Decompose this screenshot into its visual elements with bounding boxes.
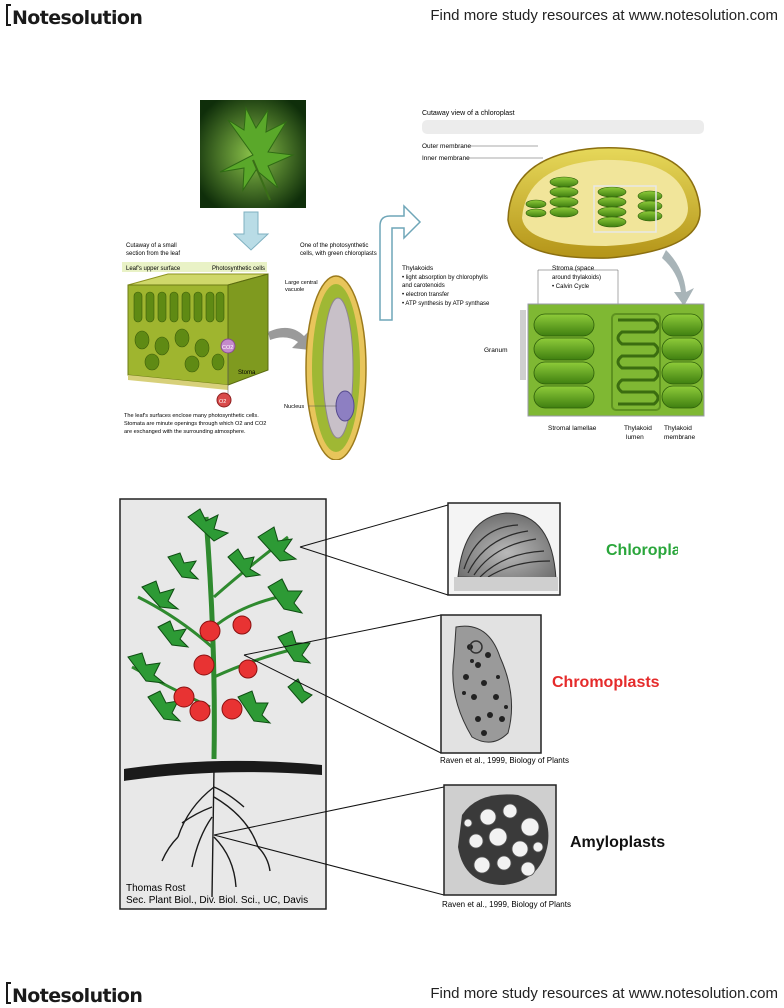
bend-arrow-icon [379,204,422,321]
plant-credit-1: Thomas Rost [126,883,186,894]
page-header: Notesolution Find more study resources a… [0,0,784,30]
inner-membrane-label: Inner membrane [422,155,470,162]
leaf-caption-2: Stomata are minute openings through whic… [124,421,266,427]
stoma-label: Stoma [238,370,256,376]
chloroplasts-label: Chloroplasts [606,542,678,559]
stroma-label-2: • Calvin Cycle [552,284,590,290]
thylakoids-label-4: • ATP synthesis by ATP synthase [402,301,490,307]
thylakoids-label-2: and carotenoids [402,283,445,289]
leaf-upper-label: Leaf's upper surface [126,266,181,272]
thylakoids-label-1: • light absorption by chlorophylls [402,275,488,281]
thylakoid-fold [616,318,660,406]
zoom-arrow-icon [662,250,694,306]
leaf-caption-3: are exchanged with the surrounding atmos… [124,429,246,435]
plastids-figure: Thomas Rost Sec. Plant Biol., Div. Biol.… [119,498,678,910]
leaf-section-label-2: section from the leaf [126,251,180,257]
granum-label: Granum [484,347,507,354]
cell-title-2: cells, with green chloroplasts [300,251,377,257]
stroma-label-0: Stroma (space [552,265,595,272]
leaf-caption-1: The leaf's surfaces enclose many photosy… [124,413,259,419]
cell-title-1: One of the photosynthetic [300,243,368,249]
vacuole-label-1: Large central [285,280,318,286]
tomato-plant-illustration [124,508,322,898]
nucleus-label: Nucleus [284,404,304,410]
notesolution-logo: Notesolution [6,4,143,29]
chromoplasts-label: Chromoplasts [552,674,660,691]
curved-arrow-icon [268,327,310,350]
chloroplast-title: Cutaway view of a chloroplast [422,110,515,117]
thylakoids-label-0: Thylakoids [402,265,434,272]
footer-tagline: Find more study resources at www.notesol… [430,985,778,1002]
leaf-icon [219,106,295,201]
chloroplast-figure: Cutaway of a small section from the leaf… [122,100,705,460]
amyloplasts-label: Amyloplasts [570,834,665,851]
co2-label: CO2 [222,345,233,351]
o2-label: O2 [219,399,226,405]
vacuole-label-2: vacuole [285,287,304,293]
photosynthetic-cells-label: Photosynthetic cells [212,266,265,272]
thylakoid-lumen-label-1: Thylakoid [624,425,652,432]
nucleus [335,390,355,422]
connector-lines [213,504,449,896]
notesolution-logo-footer: Notesolution [6,982,143,1007]
stroma-label-1: around thylakoids) [552,275,601,281]
stromal-lamellae-label: Stromal lamellae [548,425,597,432]
header-tagline: Find more study resources at www.notesol… [430,7,778,24]
chloroplast-cutaway [507,147,701,259]
leaf-section-label-1: Cutaway of a small [126,243,177,249]
plant-credit-2: Sec. Plant Biol., Div. Biol. Sci., UC, D… [126,895,308,906]
thylakoid-lumen-label-2: lumen [626,434,644,441]
outer-membrane-label: Outer membrane [422,143,472,150]
co2-bubble [220,338,236,354]
down-arrow-icon [232,211,270,251]
raven-credit-2: Raven et al., 1999, Biology of Plants [442,900,571,909]
o2-bubble [216,392,232,408]
raven-credit-1: Raven et al., 1999, Biology of Plants [440,756,569,765]
thylakoid-membrane-label-2: membrane [664,434,695,441]
page-footer: Notesolution Find more study resources a… [0,978,784,1008]
thylakoids-label-3: • electron transfer [402,292,449,298]
thylakoid-membrane-label-1: Thylakoid [664,425,692,432]
